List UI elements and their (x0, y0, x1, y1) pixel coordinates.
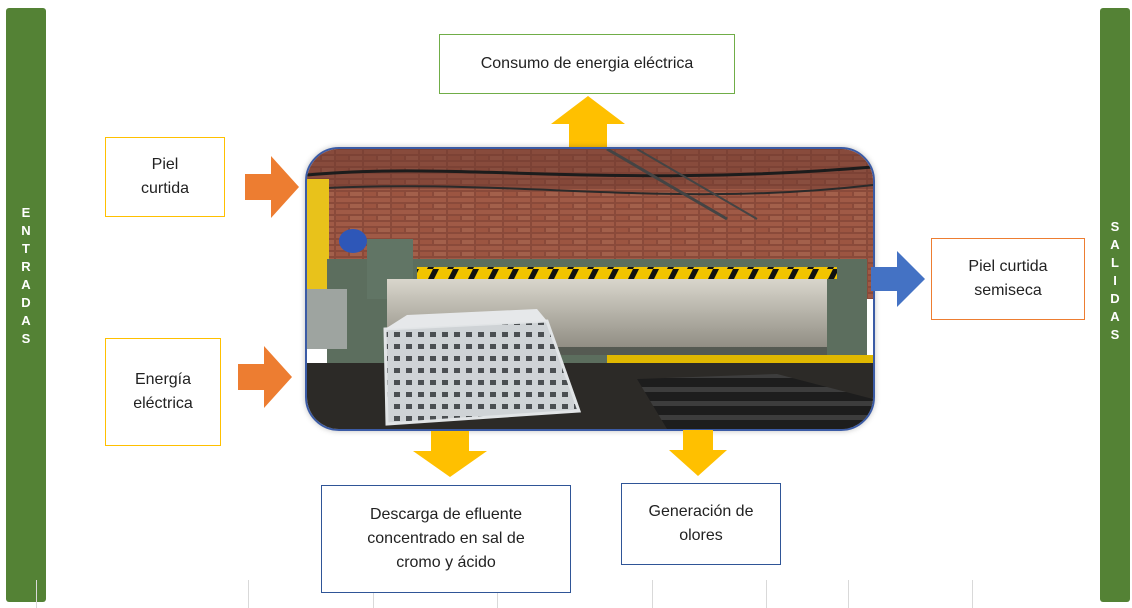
output-effluent-line1: Descarga de efluente (369, 506, 523, 523)
output-effluent-line2: concentrado en sal de (367, 530, 525, 547)
output-semidry-skin-line2: semiseca (974, 282, 1042, 299)
output-box-odors: Generación de olores (621, 483, 781, 565)
gridline (248, 580, 249, 608)
output-odors-line1: Generación de (648, 503, 754, 520)
input-electric-energy-line2: eléctrica (133, 395, 193, 412)
gridline (497, 580, 498, 608)
input-arrow-energy-icon (238, 346, 292, 408)
outputs-vertical-label: S A L I D A S (1110, 219, 1120, 342)
output-energy-consumption-text: Consumo de energia eléctrica (480, 55, 694, 72)
gridline (652, 580, 653, 608)
input-box-electric-energy: Energía eléctrica (105, 338, 221, 446)
input-tanned-skin-line1: Piel (151, 156, 179, 173)
output-arrow-down-effluent-icon (413, 431, 487, 477)
output-effluent-line3: cromo y ácido (396, 554, 496, 571)
output-semidry-skin-line1: Piel curtida (968, 258, 1048, 275)
input-electric-energy-line1: Energía (134, 371, 192, 388)
input-box-tanned-skin: Piel curtida (105, 137, 225, 217)
output-arrow-up-icon (551, 96, 625, 150)
gridline (373, 580, 374, 608)
output-arrow-right-icon (871, 251, 925, 307)
input-tanned-skin-line2: curtida (140, 180, 190, 197)
inputs-vertical-label: E N T R A D A S (21, 205, 31, 346)
gridline (36, 580, 37, 608)
machine-photo-illustration (307, 149, 873, 429)
outputs-side-bar: S A L I D A S (1100, 8, 1130, 602)
output-box-effluent: Descarga de efluente concentrado en sal … (321, 485, 571, 593)
output-box-semidry-skin: Piel curtida semiseca (931, 238, 1085, 320)
gridline (766, 580, 767, 608)
inputs-side-bar: E N T R A D A S (6, 8, 46, 602)
gridline (972, 580, 973, 608)
output-odors-line2: olores (679, 527, 723, 544)
gridline (848, 580, 849, 608)
output-box-energy-consumption: Consumo de energia eléctrica (439, 34, 735, 94)
machine-photo (305, 147, 875, 431)
input-arrow-skin-icon (245, 156, 299, 218)
output-arrow-down-odors-icon (669, 430, 727, 476)
